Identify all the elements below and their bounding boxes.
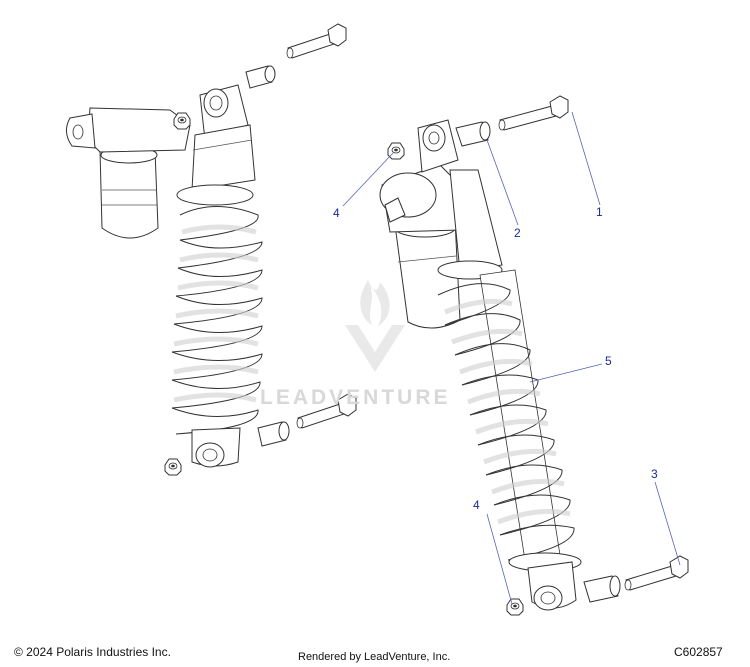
left-bottom-spacer bbox=[257, 421, 290, 447]
callout-4-lower[interactable]: 4 bbox=[473, 498, 480, 512]
leader-3 bbox=[654, 481, 681, 566]
right-top-spacer bbox=[455, 121, 491, 147]
copyright-text: © 2024 Polaris Industries Inc. bbox=[14, 645, 171, 659]
leader-4a bbox=[342, 152, 394, 207]
callout-2[interactable]: 2 bbox=[514, 226, 521, 240]
rendered-by-text: Rendered by LeadVenture, Inc. bbox=[298, 651, 451, 663]
leader-1 bbox=[571, 111, 601, 206]
callout-5[interactable]: 5 bbox=[605, 354, 612, 368]
left-top-spacer bbox=[245, 65, 276, 89]
right-bottom-spacer bbox=[583, 575, 621, 603]
watermark-text: LEADVENTURE bbox=[260, 386, 451, 409]
right-shock-assembly bbox=[379, 95, 689, 616]
leader-2 bbox=[486, 139, 519, 226]
leader-5 bbox=[529, 363, 603, 383]
left-bottom-bolt bbox=[296, 393, 357, 429]
leader-4b bbox=[486, 513, 513, 605]
left-shock-assembly bbox=[66, 23, 357, 476]
watermark-logo bbox=[345, 280, 405, 372]
right-bottom-bolt bbox=[624, 555, 689, 591]
left-top-bolt bbox=[286, 23, 347, 59]
callout-4-upper[interactable]: 4 bbox=[333, 206, 340, 220]
callout-3[interactable]: 3 bbox=[651, 467, 658, 481]
right-top-bolt bbox=[498, 95, 569, 131]
callout-1[interactable]: 1 bbox=[596, 205, 603, 219]
diagram-code: C602857 bbox=[674, 645, 723, 659]
callout-leader-lines bbox=[342, 111, 681, 605]
